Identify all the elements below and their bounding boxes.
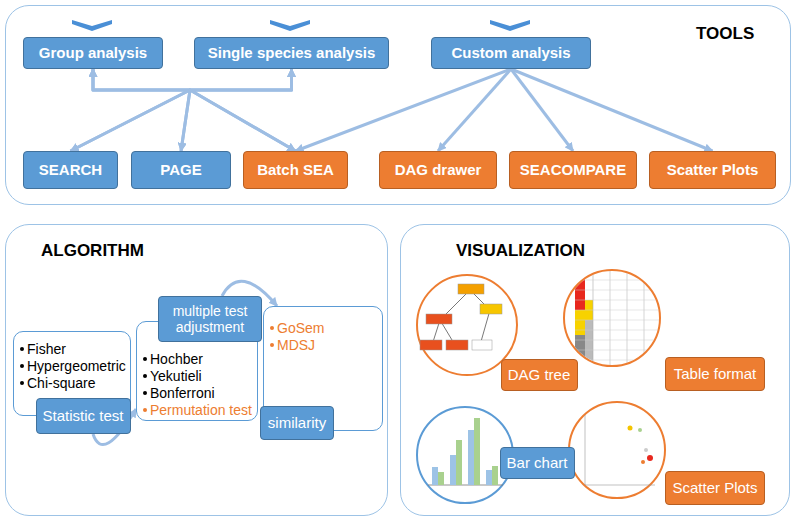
box-label: PAGE	[160, 161, 201, 178]
box-label: DAG drawer	[395, 161, 482, 178]
box-label: Group analysis	[39, 44, 147, 61]
tool-box: Scatter Plots	[649, 151, 776, 189]
box-label: Scatter Plots	[667, 161, 759, 178]
flow-arrow	[296, 69, 512, 151]
view-label: Bar chart	[500, 447, 575, 479]
box-label: SEACOMPARE	[520, 161, 626, 178]
chevron	[270, 20, 310, 31]
bullet-dot	[143, 357, 147, 361]
bullet-dot	[20, 381, 24, 385]
tool-box: Group analysis	[23, 37, 163, 69]
panel-heading: ALGORITHM	[41, 241, 144, 261]
step-box: multiple test adjustment	[158, 296, 262, 342]
tool-box: Single species analysis	[194, 37, 389, 69]
box-label: DAG tree	[508, 366, 571, 383]
method-name: Hochber	[150, 351, 203, 367]
method-name: MDSJ	[277, 337, 315, 353]
view-label: Table format	[665, 357, 765, 391]
box-label: Custom analysis	[451, 44, 570, 61]
visualization-panel: VISUALIZATION DAG tree Table formatBar cha…	[400, 224, 790, 516]
algorithm-panel: ALGORITHMFisherHypergeometricChi-squareS…	[5, 224, 388, 516]
chevron	[72, 20, 112, 31]
box-label: Table format	[674, 365, 757, 382]
bullet-dot	[20, 347, 24, 351]
bar-chart-illustration	[417, 407, 513, 503]
method-name: Permutation test	[150, 402, 252, 418]
box-label: similarity	[268, 414, 326, 431]
method-group: GoSemMDSJ similarity	[263, 306, 383, 431]
flow-arrow	[190, 69, 296, 151]
bullet-dot	[270, 343, 274, 347]
tool-box: SEACOMPARE	[509, 151, 637, 189]
box-label: multiple test adjustment	[164, 303, 256, 335]
tool-box: SEARCH	[23, 151, 118, 189]
method-name: Hypergeometric	[27, 358, 126, 374]
method-group: HochberYekutieliBonferroniPermutation te…	[136, 321, 258, 421]
flow-arrow	[438, 69, 511, 151]
view-label: Scatter Plots	[665, 471, 765, 505]
flow-arrow	[511, 69, 713, 151]
panel-heading: TOOLS	[696, 24, 754, 44]
flow-arrow	[71, 69, 191, 151]
box-label: SEARCH	[39, 161, 102, 178]
scatter-illustration	[569, 402, 665, 498]
method-group: FisherHypergeometricChi-squareStatistic …	[13, 331, 131, 416]
step-box: Statistic test	[36, 398, 131, 434]
bullet-dot	[20, 364, 24, 368]
tool-box: PAGE	[131, 151, 231, 189]
method-name: Fisher	[27, 341, 66, 357]
tool-box: DAG drawer	[379, 151, 497, 189]
box-label: Statistic test	[43, 407, 124, 424]
method-name: Yekutieli	[150, 368, 202, 384]
box-label: Scatter Plots	[672, 479, 757, 496]
view-label: DAG tree	[501, 359, 578, 391]
step-box: similarity	[260, 406, 334, 440]
flow-arrow	[93, 69, 190, 151]
table-illustration	[564, 270, 663, 370]
method-name: GoSem	[277, 320, 324, 336]
tool-box: Batch SEA	[243, 151, 348, 189]
tool-box: Custom analysis	[431, 37, 591, 69]
method-name: Bonferroni	[150, 385, 215, 401]
bullet-dot	[143, 391, 147, 395]
flow-arrow	[71, 69, 292, 151]
chevron	[490, 20, 530, 31]
box-label: Bar chart	[507, 454, 568, 471]
bullet-dot	[143, 408, 147, 412]
flow-arrow	[93, 69, 296, 151]
tools-panel: TOOLS Group analysis Single species analys…	[5, 5, 791, 205]
method-name: Chi-square	[27, 375, 95, 391]
bullet-dot	[270, 326, 274, 330]
box-label: Batch SEA	[257, 161, 334, 178]
panel-heading: VISUALIZATION	[456, 241, 585, 261]
box-label: Single species analysis	[208, 44, 376, 61]
bullet-dot	[143, 374, 147, 378]
